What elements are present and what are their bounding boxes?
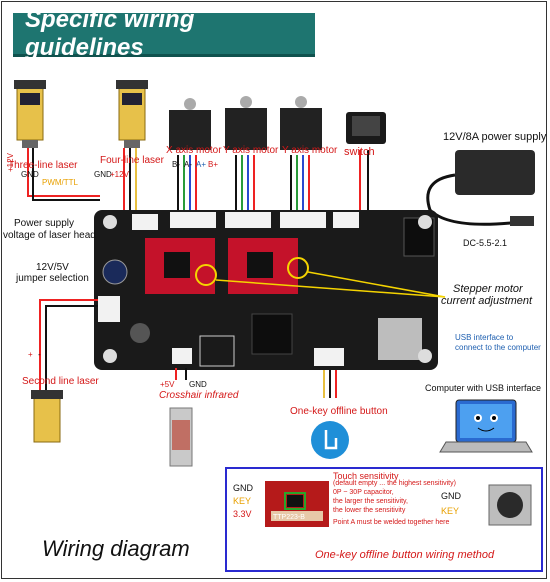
motor-wires — [177, 150, 369, 214]
three-line-laser-module — [14, 80, 46, 148]
y-axis-motor-label-1: Y axis motor — [223, 145, 279, 156]
legend-touch-title: Touch sensitivity — [333, 471, 399, 481]
pin-label-plus: + — [28, 350, 33, 359]
crosshair-infrared-label: Crosshair infrared — [159, 390, 239, 401]
pin-label-12v-2: +12V — [110, 170, 129, 179]
three-line-laser-label: Three-line laser — [8, 160, 78, 171]
touch-module-drawing — [265, 481, 329, 527]
y-axis-motor-label-2: Y axis motor — [282, 145, 338, 156]
legend-3v3: 3.3V — [233, 509, 252, 519]
pin-label-gnd: GND — [21, 170, 39, 179]
power-adapter — [426, 150, 535, 226]
page-title: Specific wiring guidelines — [13, 6, 315, 61]
usb-label-2: connect to the computer — [455, 343, 541, 352]
pin-label-gnd-2: GND — [94, 170, 112, 179]
jumper-label-2: jumper selection — [16, 273, 89, 284]
legend-caption: One-key offline button wiring method — [315, 549, 495, 561]
pin-label-pwm-ttl: PWM/TTL — [42, 178, 78, 187]
motor-pin-a-plus: A+ — [196, 160, 207, 169]
legend-key-right: KEY — [441, 506, 460, 516]
legend-touch-note-4: the lower the sensitivity — [333, 507, 406, 514]
rocker-switch — [346, 112, 386, 144]
pin-label-5v: +5V — [160, 380, 175, 389]
legend-touch-note-1: (default empty ... the highest sensitivi… — [333, 480, 456, 487]
legend-chip-label: TTP223-B — [273, 514, 305, 521]
pin-label-12v: +12V — [6, 153, 15, 172]
usb-label-1: USB interface to — [455, 333, 514, 342]
motor-pin-a-minus: A- — [184, 160, 192, 169]
four-line-laser-module — [116, 80, 148, 148]
touch-button-icon — [311, 421, 349, 459]
legend-touch-note-3: the larger the sensitivity, — [333, 498, 408, 505]
crosshair-infrared-module — [169, 368, 193, 467]
offline-button-label: One-key offline button — [290, 406, 388, 417]
pin-label-minus: - — [38, 350, 41, 359]
legend-point-a-note: Point A must be welded together here — [333, 519, 450, 526]
legend-gnd-right: GND — [441, 491, 461, 501]
computer-usb-label: Computer with USB interface — [425, 383, 542, 393]
psu-voltage-label-2: voltage of laser head — [3, 230, 96, 241]
switch-label: switch — [344, 146, 375, 158]
x-axis-motor-label: X axis motor — [166, 145, 222, 156]
stepper-current-label-1: Stepper motor — [453, 283, 523, 295]
laser-wires — [27, 148, 137, 210]
four-line-laser-label: Four-line laser — [100, 155, 164, 166]
motor-pin-b-minus: B- — [172, 160, 180, 169]
wiring-diagram-label: Wiring diagram — [42, 536, 190, 561]
laptop-computer — [439, 399, 533, 453]
tactile-switch-drawing — [488, 484, 532, 526]
pin-label-gnd-3: GND — [189, 380, 207, 389]
offline-button-wires — [323, 370, 337, 398]
offline-button-legend: GND KEY 3.3V TTP223-B Touch sensitivity … — [225, 467, 543, 572]
second-line-laser-label: Second line laser — [22, 376, 99, 387]
jumper-label-1: 12V/5V — [36, 262, 69, 273]
stepper-current-label-2: current adjustment — [441, 295, 533, 307]
stepper-motors — [169, 96, 322, 150]
legend-touch-note-2: 0P ~ 30P capacitor, — [333, 489, 394, 496]
power-supply-label: 12V/8A power supply — [443, 131, 547, 143]
second-line-laser-module — [31, 299, 98, 443]
motor-pin-b-plus: B+ — [208, 160, 219, 169]
psu-voltage-label-1: Power supply — [14, 218, 75, 229]
legend-key: KEY — [233, 496, 252, 506]
legend-gnd: GND — [233, 483, 253, 493]
dc-spec-label: DC-5.5-2.1 — [463, 238, 508, 248]
controller-board — [94, 210, 446, 370]
